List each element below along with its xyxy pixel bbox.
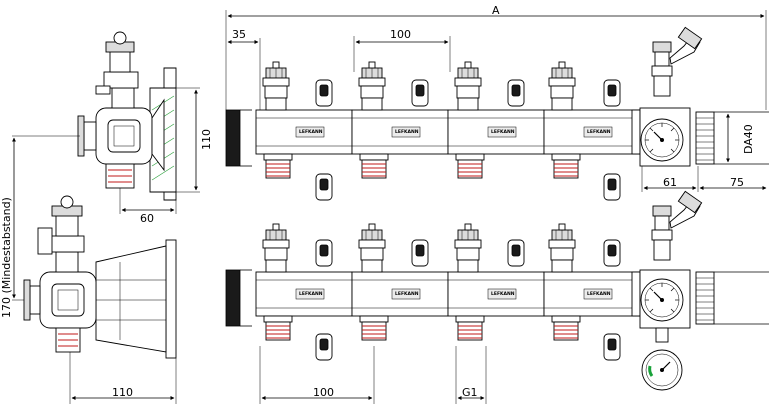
dimension-spacing-top: 100 [390,28,411,41]
side-view-top: 110 60 [77,31,213,225]
brand-label-7: LEFKANN [491,291,515,297]
side-view-bottom: 110 170 (Mindestabstand) [0,135,177,404]
dimension-60: 60 [140,212,154,225]
dimension-a: A [492,4,500,17]
dimension-35-top: 35 [232,28,246,41]
brand-label-1: LEFKANN [299,129,323,135]
brand-label-3: LEFKANN [491,129,515,135]
brand-label-5: LEFKANN [299,291,323,297]
front-view-bottom: LEFKANN LEFKANN LEFKANN LEFKANN [225,190,769,404]
dimension-pipe-size: DA40 [742,124,755,154]
dimension-75: 75 [730,176,744,189]
dimension-side-height: 110 [200,129,213,150]
dimension-min-distance: 170 (Mindestabstand) [0,197,13,318]
dimension-61: 61 [663,176,677,189]
dimension-spacing-bottom: 100 [313,386,334,399]
dimension-side-width-bottom: 110 [112,386,133,399]
brand-label-8: LEFKANN [587,291,611,297]
front-view-top: A 35 100 LEFKANN LEFKANN LEFKANN LEFKANN [225,4,769,201]
brand-label-2: LEFKANN [395,129,419,135]
brand-label-6: LEFKANN [395,291,419,297]
brand-label-4: LEFKANN [587,129,611,135]
dimension-thread: G1 [462,386,478,399]
